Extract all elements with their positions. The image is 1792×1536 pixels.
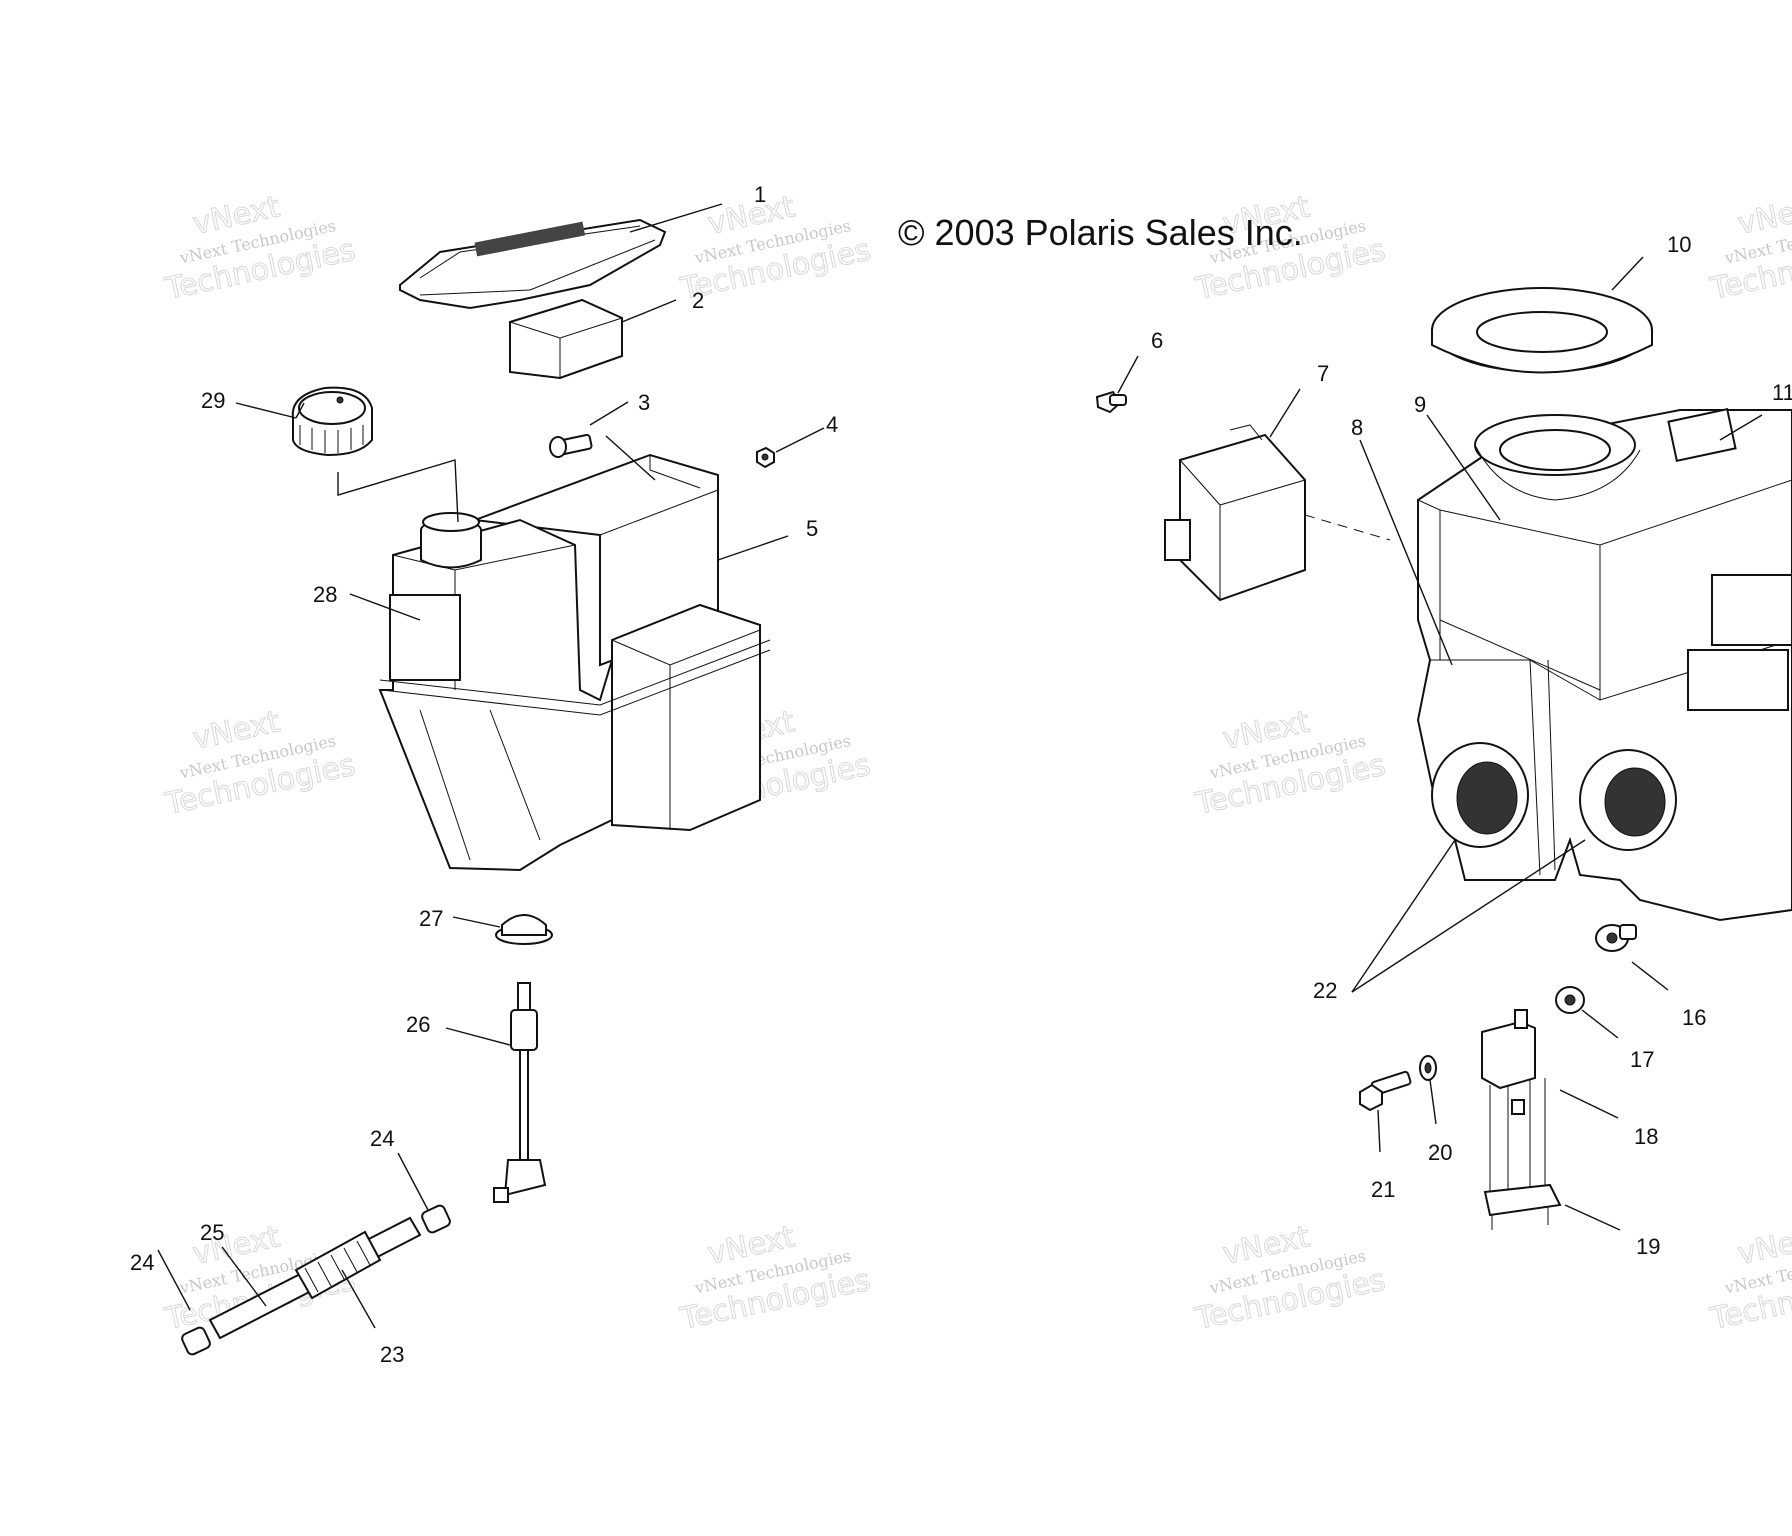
- callout-24-lower: 24: [130, 1250, 154, 1275]
- watermark-12: vNext vNext Technologies Technologies: [1706, 1219, 1792, 1338]
- part-2-foam-block: [509, 298, 623, 380]
- callout-20: 20: [1428, 1140, 1452, 1165]
- part-10-foam-ring: [1431, 287, 1653, 374]
- watermark-11: vNext vNext Technologies Technologies: [1191, 1219, 1389, 1338]
- part-23-clamp: [294, 1230, 382, 1300]
- callout-22: 22: [1313, 978, 1337, 1003]
- part-4-nut: [756, 446, 775, 469]
- part-17-bushing: [1555, 986, 1585, 1014]
- callout-11: 11: [1772, 380, 1792, 405]
- callout-23: 23: [380, 1342, 404, 1367]
- callout-29: 29: [201, 388, 225, 413]
- callout-17: 17: [1630, 1047, 1654, 1072]
- part-1-cover: [399, 218, 667, 310]
- callout-27: 27: [419, 906, 443, 931]
- watermark-10: vNext vNext Technologies Technologies: [676, 1219, 874, 1338]
- watermark-1: vNext vNext Technologies Technologies: [161, 189, 359, 308]
- leader-lines: [157, 203, 1763, 1329]
- callout-16: 16: [1682, 1005, 1706, 1030]
- part-3-bolt: [549, 433, 593, 458]
- callout-10: 10: [1667, 232, 1691, 257]
- part-29-cap: [291, 386, 373, 457]
- part-27-grommet: [495, 914, 553, 945]
- watermark-vnext: vNext: [1735, 1219, 1792, 1272]
- part-21-bolt: [1359, 1070, 1412, 1112]
- callout-28: 28: [313, 582, 337, 607]
- watermark-7: vNext vNext Technologies Technologies: [1191, 704, 1389, 823]
- callout-19: 19: [1636, 1234, 1660, 1259]
- part-7-module: [1164, 424, 1306, 602]
- callout-8: 8: [1351, 415, 1363, 440]
- watermark-5: vNext vNext Technologies Technologies: [161, 704, 359, 823]
- part-19-strap: [1483, 1183, 1562, 1230]
- callout-labels: 1 2 3 4 5 6 7 8 9 10 11 16 17 18 19 20 2…: [130, 182, 1792, 1367]
- dashed-assembly-line: [1304, 514, 1391, 541]
- callout-26: 26: [406, 1012, 430, 1037]
- callout-4: 4: [826, 412, 838, 437]
- part-24-end-cap-left: [181, 1326, 211, 1356]
- callout-5: 5: [806, 516, 818, 541]
- copyright-notice: © 2003 Polaris Sales Inc.: [898, 212, 1303, 253]
- callout-24-upper: 24: [370, 1126, 394, 1151]
- part-6-fitting: [1095, 390, 1127, 414]
- callout-1: 1: [754, 182, 766, 207]
- part-26-sensor: [493, 982, 547, 1203]
- callout-7: 7: [1317, 361, 1329, 386]
- callout-18: 18: [1634, 1124, 1658, 1149]
- part-11-airbox-housing: [1416, 408, 1792, 922]
- part-18-bracket: [1481, 1009, 1546, 1200]
- part-28-reservoir-tank: [378, 453, 771, 872]
- callout-6: 6: [1151, 328, 1163, 353]
- watermark-vnext: vNext: [1735, 189, 1792, 242]
- watermark-4: vNext vNext Technologies Technologies: [1706, 189, 1792, 308]
- callout-3: 3: [638, 390, 650, 415]
- part-24-end-cap-right: [421, 1204, 451, 1234]
- part-16-grommet: [1595, 924, 1637, 952]
- callout-9: 9: [1414, 392, 1426, 417]
- part-20-washer: [1419, 1055, 1437, 1081]
- callout-2: 2: [692, 288, 704, 313]
- callout-21: 21: [1371, 1177, 1395, 1202]
- callout-25: 25: [200, 1220, 224, 1245]
